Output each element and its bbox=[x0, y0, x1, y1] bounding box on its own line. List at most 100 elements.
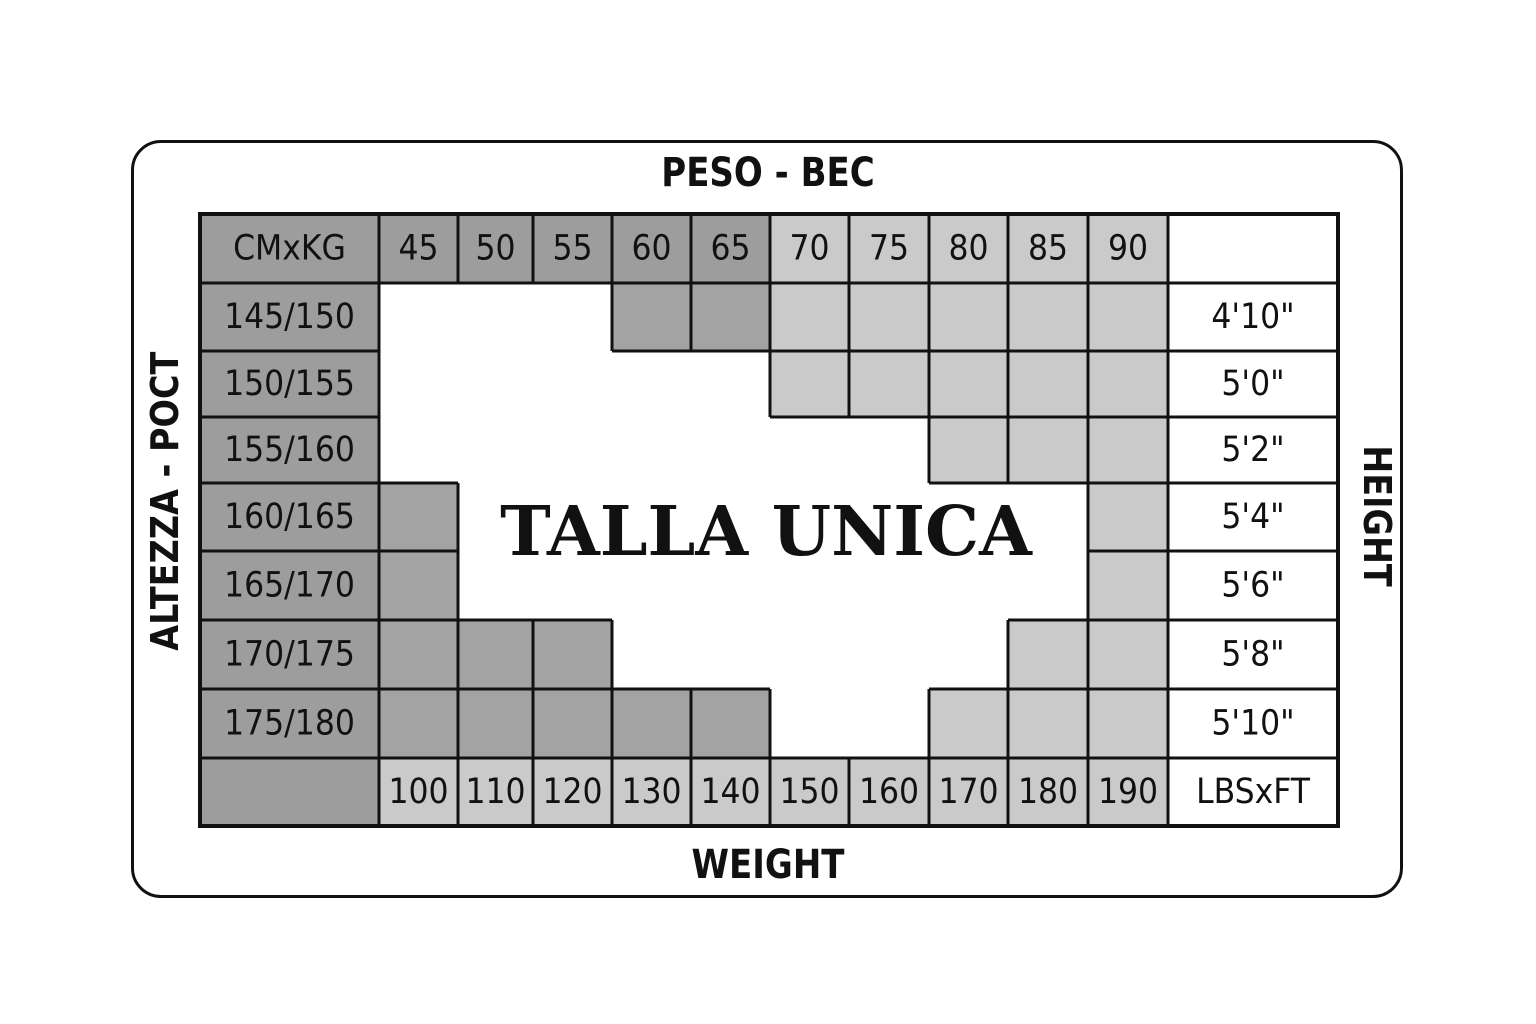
fit-cell bbox=[770, 620, 849, 689]
row-label-cell bbox=[200, 417, 379, 483]
lbs-header-cell bbox=[533, 758, 612, 826]
fit-cell bbox=[849, 620, 929, 689]
fit-cell bbox=[458, 551, 533, 620]
fit-cell bbox=[849, 483, 929, 551]
fit-cell bbox=[379, 417, 458, 483]
kg-tick-label: 60 bbox=[631, 229, 671, 269]
fit-cell bbox=[929, 483, 1008, 551]
lbs-header-cell bbox=[929, 758, 1008, 826]
non-fit-cell bbox=[770, 351, 849, 417]
non-fit-cell bbox=[929, 283, 1008, 351]
lbs-header-cell bbox=[379, 758, 458, 826]
cm-height-label: 160/165 bbox=[224, 497, 355, 537]
non-fit-cell bbox=[379, 483, 458, 551]
non-fit-cell bbox=[379, 551, 458, 620]
kg-header-cell bbox=[458, 214, 533, 283]
non-fit-cell bbox=[1008, 417, 1088, 483]
fit-cell bbox=[691, 351, 770, 417]
fit-cell bbox=[379, 283, 458, 351]
lbs-tick-label: 100 bbox=[388, 772, 448, 812]
non-fit-cell bbox=[929, 351, 1008, 417]
fit-cell bbox=[533, 417, 612, 483]
non-fit-cell bbox=[379, 620, 458, 689]
non-fit-cell bbox=[691, 283, 770, 351]
row-label-cell bbox=[200, 551, 379, 620]
ft-height-label: 5'4" bbox=[1221, 497, 1284, 537]
fit-cell bbox=[1008, 483, 1088, 551]
non-fit-cell bbox=[1088, 551, 1168, 620]
lbs-header-cell bbox=[612, 758, 691, 826]
fit-cell bbox=[849, 689, 929, 758]
non-fit-cell bbox=[1088, 483, 1168, 551]
fit-cell bbox=[458, 417, 533, 483]
non-fit-cell bbox=[458, 620, 533, 689]
row-label-cell bbox=[200, 483, 379, 551]
non-fit-cell bbox=[849, 351, 929, 417]
lbs-tick-label: 120 bbox=[542, 772, 602, 812]
kg-tick-label: 65 bbox=[710, 229, 750, 269]
fit-cell bbox=[691, 417, 770, 483]
bottom-axis-title: WEIGHT bbox=[691, 842, 845, 888]
lbs-header-cell bbox=[1088, 758, 1168, 826]
fit-cell bbox=[612, 351, 691, 417]
fit-cell bbox=[533, 283, 612, 351]
ft-height-label: 4'10" bbox=[1211, 297, 1294, 337]
kg-header-cell bbox=[533, 214, 612, 283]
non-fit-cell bbox=[533, 689, 612, 758]
non-fit-cell bbox=[1088, 620, 1168, 689]
kg-tick-label: 70 bbox=[789, 229, 829, 269]
cm-height-label: 170/175 bbox=[224, 635, 355, 675]
fit-cell bbox=[849, 417, 929, 483]
fit-cell bbox=[458, 351, 533, 417]
kg-header-cell bbox=[770, 214, 849, 283]
row-label-cell bbox=[200, 620, 379, 689]
fit-cell bbox=[929, 551, 1008, 620]
cm-height-label: 155/160 bbox=[224, 430, 355, 470]
kg-header-cell bbox=[1008, 214, 1088, 283]
ft-height-label: 5'6" bbox=[1221, 566, 1284, 606]
non-fit-cell bbox=[1088, 417, 1168, 483]
lbs-header-cell bbox=[458, 758, 533, 826]
lbs-tick-label: 170 bbox=[938, 772, 998, 812]
kg-header-cell bbox=[929, 214, 1008, 283]
non-fit-cell bbox=[612, 283, 691, 351]
non-fit-cell bbox=[1008, 351, 1088, 417]
non-fit-cell bbox=[1008, 689, 1088, 758]
chart-frame bbox=[131, 140, 1403, 898]
fit-cell bbox=[770, 689, 849, 758]
non-fit-cell bbox=[849, 283, 929, 351]
fit-cell bbox=[770, 483, 849, 551]
cm-height-label: 165/170 bbox=[224, 566, 355, 606]
lbs-header-cell bbox=[1008, 758, 1088, 826]
fit-cell bbox=[770, 417, 849, 483]
fit-cell bbox=[533, 551, 612, 620]
fit-cell bbox=[533, 351, 612, 417]
non-fit-cell bbox=[1008, 620, 1088, 689]
fit-cell bbox=[458, 283, 533, 351]
corner-label-lbsxft: LBSxFT bbox=[1196, 772, 1311, 812]
ft-height-label: 5'0" bbox=[1221, 364, 1284, 404]
fit-cell bbox=[458, 483, 533, 551]
kg-tick-label: 90 bbox=[1108, 229, 1148, 269]
ft-height-label: 5'8" bbox=[1221, 635, 1284, 675]
lbs-tick-label: 130 bbox=[621, 772, 681, 812]
non-fit-cell bbox=[379, 689, 458, 758]
non-fit-cell bbox=[691, 689, 770, 758]
cm-height-label: 175/180 bbox=[224, 704, 355, 744]
lbs-header-cell bbox=[849, 758, 929, 826]
kg-header-cell bbox=[612, 214, 691, 283]
fit-cell bbox=[929, 620, 1008, 689]
fit-cell bbox=[691, 551, 770, 620]
kg-tick-label: 55 bbox=[552, 229, 592, 269]
corner-cell-bottom-left bbox=[200, 758, 379, 826]
corner-label-cmxkg: CMxKG bbox=[233, 229, 346, 269]
kg-tick-label: 45 bbox=[398, 229, 438, 269]
fit-cell bbox=[533, 483, 612, 551]
non-fit-cell bbox=[1088, 689, 1168, 758]
lbs-tick-label: 190 bbox=[1098, 772, 1158, 812]
kg-header-cell bbox=[849, 214, 929, 283]
cm-height-label: 150/155 bbox=[224, 364, 355, 404]
non-fit-cell bbox=[612, 689, 691, 758]
fit-cell bbox=[770, 551, 849, 620]
non-fit-cell bbox=[929, 417, 1008, 483]
